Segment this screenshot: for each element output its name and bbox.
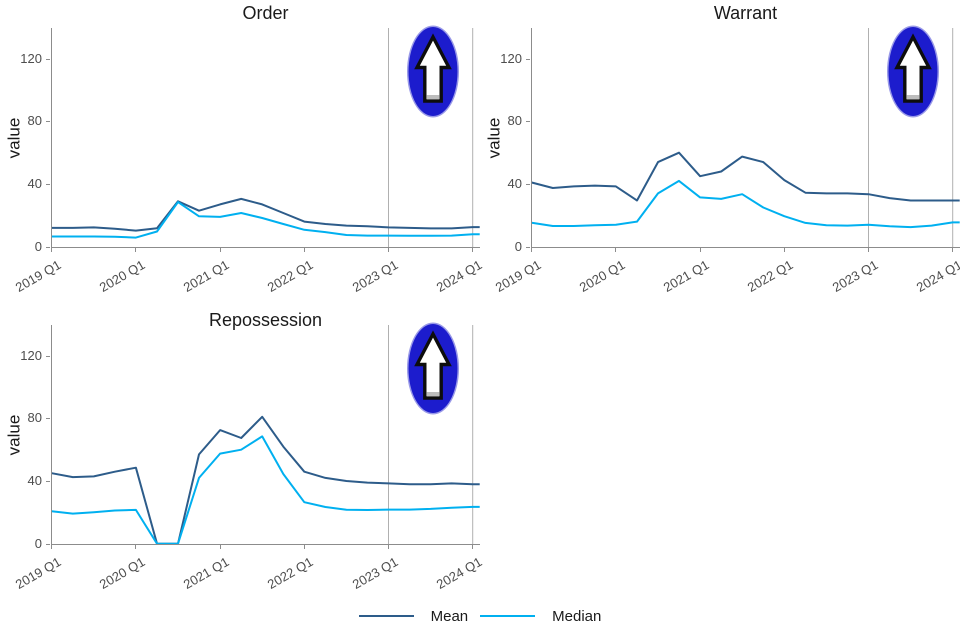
y-axis-line: [51, 28, 52, 248]
x-tick-mark: [219, 545, 221, 549]
x-tick-mark: [472, 248, 474, 252]
x-tick-label: 2022 Q1: [265, 257, 316, 295]
y-tick-label: 120: [20, 50, 42, 66]
series-line-mean: [51, 415, 480, 545]
x-tick-mark: [783, 248, 785, 252]
x-axis-line: [51, 544, 480, 545]
y-tick-label: 120: [500, 50, 522, 66]
up-arrow-icon: [887, 25, 939, 118]
y-tick-label: 0: [514, 238, 522, 254]
series-line-median: [51, 435, 480, 545]
y-tick-label: 40: [507, 176, 522, 192]
x-axis-line: [51, 247, 480, 248]
y-tick-label: 0: [34, 535, 42, 551]
x-tick-label: 2021 Q1: [660, 257, 712, 295]
x-tick-mark: [51, 248, 53, 252]
x-tick-mark: [388, 248, 389, 252]
x-tick-mark: [699, 248, 701, 252]
x-tick-label: 2020 Q1: [576, 257, 628, 295]
x-tick-mark: [952, 248, 954, 252]
series-line-mean: [51, 197, 480, 232]
y-tick-label: 40: [27, 176, 42, 192]
x-tick-mark: [135, 545, 137, 549]
x-tick-label: 2019 Q1: [12, 257, 64, 295]
y-tick-label: 80: [27, 113, 42, 129]
x-tick-mark: [868, 248, 869, 252]
x-tick-mark: [303, 545, 305, 549]
x-tick-label: 2022 Q1: [745, 257, 796, 295]
x-tick-label: 2021 Q1: [180, 257, 232, 295]
x-tick-mark: [219, 248, 221, 252]
y-tick-mark: [46, 543, 50, 545]
x-tick-label: 2023 Q1: [829, 257, 880, 295]
y-tick-mark: [526, 184, 530, 186]
x-tick-mark: [51, 545, 53, 549]
y-tick-mark: [526, 58, 530, 60]
x-tick-mark: [531, 248, 533, 252]
y-tick-mark: [526, 121, 530, 123]
y-axis-line: [51, 325, 52, 545]
x-axis-line: [531, 247, 960, 248]
chart-canvas: [51, 28, 480, 247]
y-tick-mark: [526, 246, 530, 248]
chart-title: Repossession: [208, 310, 323, 330]
x-tick-label: 2020 Q1: [96, 257, 148, 295]
y-tick-label: 120: [20, 347, 42, 363]
chart-canvas: [531, 28, 960, 247]
y-axis-line: [531, 28, 532, 248]
chart-canvas: [51, 325, 480, 545]
y-tick-mark: [46, 121, 50, 123]
legend: Mean Median: [0, 598, 960, 634]
series-line-mean: [531, 151, 960, 202]
y-tick-label: 0: [34, 238, 42, 254]
y-tick-mark: [46, 58, 50, 60]
series-line-median: [51, 201, 480, 239]
y-tick-mark: [46, 355, 50, 357]
x-tick-mark: [388, 545, 389, 549]
x-tick-label: 2024 Q1: [913, 257, 960, 295]
up-arrow-icon: [407, 25, 459, 118]
x-tick-label: 2023 Q1: [349, 257, 400, 295]
legend-swatch-mean: [358, 615, 414, 617]
y-tick-label: 40: [27, 473, 42, 489]
x-tick-mark: [615, 248, 617, 252]
chart-title: Warrant: [713, 3, 778, 23]
chart-title: Order: [242, 3, 289, 23]
x-tick-mark: [135, 248, 137, 252]
x-tick-mark: [303, 248, 305, 252]
y-tick-label: 80: [507, 113, 522, 129]
y-tick-mark: [46, 418, 50, 420]
x-tick-mark: [472, 545, 474, 549]
legend-label-median: Median: [552, 607, 602, 625]
legend-label-mean: Mean: [430, 607, 469, 625]
up-arrow-icon: [407, 322, 459, 415]
legend-swatch-median: [480, 615, 536, 617]
y-tick-mark: [46, 481, 50, 483]
series-line-median: [531, 179, 960, 229]
y-tick-mark: [46, 184, 50, 186]
y-tick-label: 80: [27, 410, 42, 426]
y-tick-mark: [46, 246, 50, 248]
